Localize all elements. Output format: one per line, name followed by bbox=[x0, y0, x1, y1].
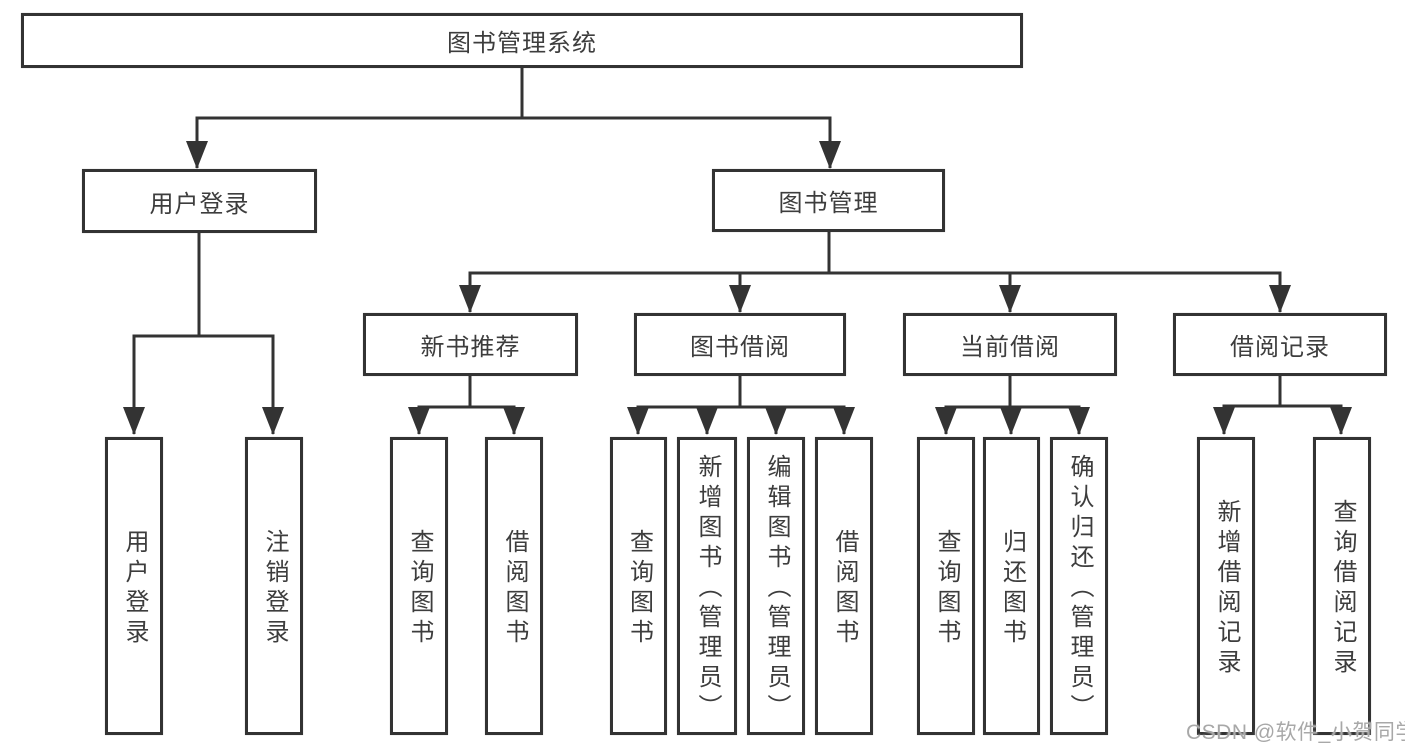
leaf-add-books-admin: 新增图书（管理员） bbox=[677, 437, 737, 735]
node-library-system: 图书管理系统 bbox=[21, 13, 1023, 68]
leaf-user-login: 用户登录 bbox=[105, 437, 163, 735]
leaf-query-borrow-record: 查询借阅记录 bbox=[1313, 437, 1371, 735]
leaf-confirm-return-admin: 确认归还（管理员） bbox=[1050, 437, 1108, 735]
leaf-logout: 注销登录 bbox=[245, 437, 303, 735]
csdn-watermark: CSDN @软件_小贺同学 bbox=[1186, 721, 1405, 744]
leaf-query-books-current: 查询图书 bbox=[917, 437, 975, 735]
node-current-borrowing: 当前借阅 bbox=[903, 313, 1117, 376]
leaf-borrow-books-newbooks: 借阅图书 bbox=[485, 437, 543, 735]
leaf-edit-books-admin: 编辑图书（管理员） bbox=[747, 437, 805, 735]
leaf-query-books-newbooks: 查询图书 bbox=[390, 437, 448, 735]
leaf-borrow-books: 借阅图书 bbox=[815, 437, 873, 735]
node-book-borrowing: 图书借阅 bbox=[634, 313, 846, 376]
leaf-query-books-borrowing: 查询图书 bbox=[610, 437, 667, 735]
node-user-login: 用户登录 bbox=[82, 169, 317, 233]
leaf-add-borrow-record: 新增借阅记录 bbox=[1197, 437, 1255, 735]
node-borrowing-records: 借阅记录 bbox=[1173, 313, 1387, 376]
node-new-book-recommend: 新书推荐 bbox=[363, 313, 578, 376]
leaf-return-books: 归还图书 bbox=[983, 437, 1040, 735]
node-book-management: 图书管理 bbox=[712, 169, 945, 232]
